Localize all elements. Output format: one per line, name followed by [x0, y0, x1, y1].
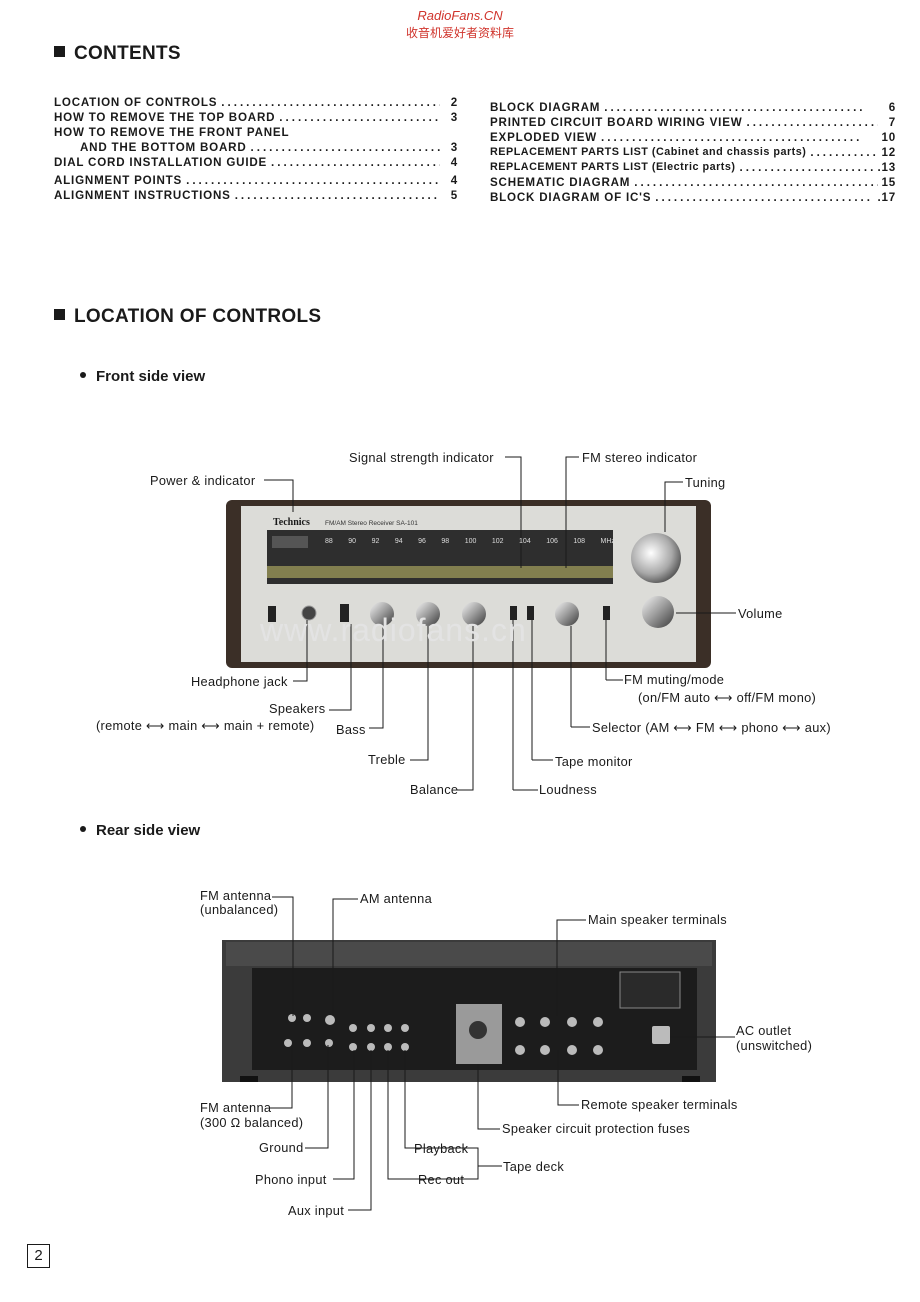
bullet-icon	[80, 826, 86, 832]
page-number: 2	[27, 1244, 50, 1268]
label-speakers-sub: (remote ⟷ main ⟷ main + remote)	[96, 718, 315, 733]
label-bass: Bass	[336, 722, 366, 737]
toc-entry[interactable]: LOCATION OF CONTROLS....................…	[54, 96, 458, 109]
label-rec-out: Rec out	[418, 1172, 465, 1187]
treble-knob-icon	[416, 602, 440, 626]
toc-entry[interactable]: BLOCK DIAGRAM OF IC'S...................…	[490, 191, 896, 204]
label-selector: Selector (AM ⟷ FM ⟷ phono ⟷ aux)	[592, 720, 831, 735]
location-heading: LOCATION OF CONTROLS	[54, 306, 321, 328]
contents-title: CONTENTS	[74, 43, 181, 64]
label-tuning: Tuning	[685, 475, 726, 490]
toc-entry[interactable]: PRINTED CIRCUIT BOARD WIRING VIEW.......…	[490, 116, 896, 129]
toc-entry[interactable]: HOW TO REMOVE THE TOP BOARD.............…	[54, 111, 458, 124]
power-switch-icon	[268, 606, 276, 622]
front-panel-diagram	[226, 456, 736, 791]
tape-monitor-button-icon	[527, 606, 534, 620]
contents-heading: CONTENTS	[54, 43, 181, 65]
label-aux-input: Aux input	[288, 1203, 345, 1218]
label-signal-strength: Signal strength indicator	[349, 450, 494, 465]
loudness-button-icon	[510, 606, 517, 620]
label-tape-deck: Tape deck	[503, 1159, 565, 1174]
label-fm-stereo: FM stereo indicator	[582, 450, 698, 465]
label-ac-outlet: AC outlet	[736, 1023, 792, 1038]
headphone-jack-icon	[301, 605, 317, 621]
bass-knob-icon	[370, 602, 394, 626]
label-fm-antenna-unbal-sub: (unbalanced)	[200, 902, 279, 917]
model-text: FM/AM Stereo Receiver SA-101	[325, 520, 418, 527]
speakers-switch-icon	[340, 604, 349, 622]
label-playback: Playback	[414, 1141, 469, 1156]
label-fm-antenna-bal: FM antenna	[200, 1100, 272, 1115]
square-bullet-icon	[54, 46, 65, 57]
label-am-antenna: AM antenna	[360, 891, 433, 906]
location-title: LOCATION OF CONTROLS	[74, 306, 322, 327]
toc-entry[interactable]: DIAL CORD INSTALLATION GUIDE............…	[54, 156, 458, 169]
label-tape-monitor: Tape monitor	[555, 754, 633, 769]
label-headphone: Headphone jack	[191, 674, 288, 689]
toc-entry[interactable]: BLOCK DIAGRAM...........................…	[490, 101, 896, 114]
selector-knob-icon	[555, 602, 579, 626]
watermark-cn: 收音机爱好者资料库	[405, 26, 514, 40]
label-power: Power & indicator	[150, 473, 256, 488]
brand-logo: Technics	[273, 517, 310, 528]
label-phono-input: Phono input	[255, 1172, 327, 1187]
balance-knob-icon	[462, 602, 486, 626]
toc-entry[interactable]: HOW TO REMOVE THE FRONT PANEL	[54, 126, 290, 139]
label-balance: Balance	[410, 782, 459, 797]
label-loudness: Loudness	[539, 782, 597, 797]
label-main-speaker: Main speaker terminals	[588, 912, 727, 927]
toc-left: LOCATION OF CONTROLS....................…	[54, 95, 458, 203]
label-fm-antenna-bal-sub: (300 Ω balanced)	[200, 1115, 304, 1130]
toc-entry[interactable]: AND THE BOTTOM BOARD....................…	[80, 141, 458, 154]
rear-panel-diagram	[222, 896, 735, 1211]
front-view-heading: Front side view	[80, 368, 205, 385]
toc-entry[interactable]: SCHEMATIC DIAGRAM.......................…	[490, 176, 896, 189]
toc-entry[interactable]: REPLACEMENT PARTS LIST (Electric parts).…	[490, 161, 896, 174]
toc-entry[interactable]: REPLACEMENT PARTS LIST (Cabinet and chas…	[490, 146, 896, 159]
square-bullet-icon	[54, 309, 65, 320]
label-treble: Treble	[368, 752, 406, 767]
toc-entry[interactable]: ALIGNMENT INSTRUCTIONS..................…	[54, 189, 458, 202]
ac-outlet-icon	[652, 1026, 670, 1044]
label-fm-antenna-unbal: FM antenna	[200, 888, 272, 903]
label-fm-muting: FM muting/mode	[624, 672, 725, 687]
panel-watermark: www.radiofans.cn	[260, 612, 527, 648]
toc-right: BLOCK DIAGRAM...........................…	[490, 100, 896, 205]
toc-entry[interactable]: ALIGNMENT POINTS........................…	[54, 174, 458, 187]
watermark-site: RadioFans.CN	[417, 8, 503, 23]
label-remote-speaker: Remote speaker terminals	[581, 1097, 738, 1112]
fm-muting-button-icon	[603, 606, 610, 620]
label-volume: Volume	[738, 606, 783, 621]
volume-knob-icon	[642, 596, 674, 628]
tuning-knob-icon	[631, 533, 681, 583]
rear-view-heading: Rear side view	[80, 822, 200, 839]
label-fm-muting-sub: (on/FM auto ⟷ off/FM mono)	[638, 690, 817, 705]
label-speakers: Speakers	[269, 701, 326, 716]
label-ac-outlet-sub: (unswitched)	[736, 1038, 813, 1053]
toc-entry[interactable]: EXPLODED VIEW...........................…	[490, 131, 896, 144]
label-ground: Ground	[259, 1140, 304, 1155]
label-fuses: Speaker circuit protection fuses	[502, 1121, 691, 1136]
bullet-icon	[80, 372, 86, 378]
